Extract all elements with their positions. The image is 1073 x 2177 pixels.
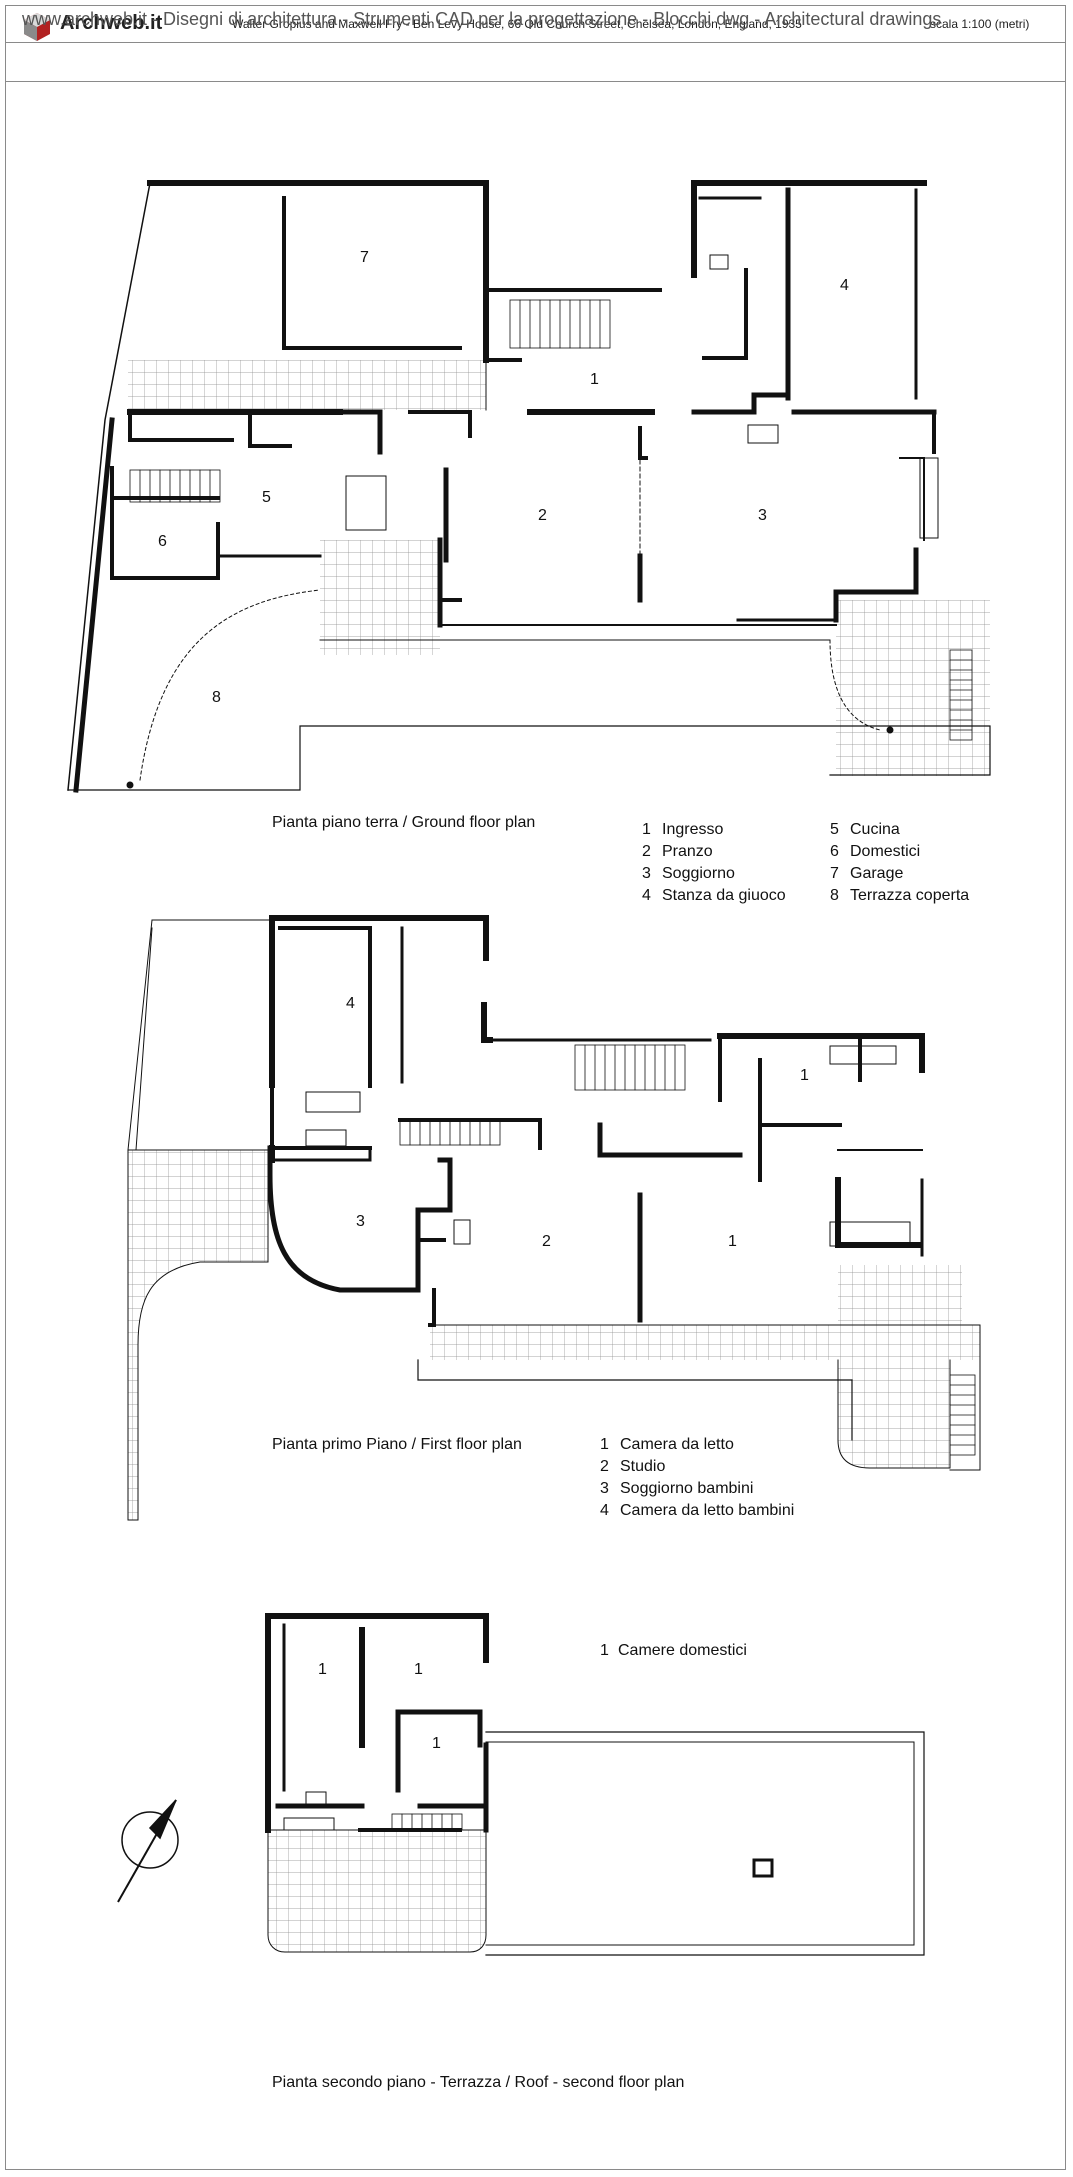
second-room-number: 1 <box>432 1735 441 1752</box>
ground-room-number: 5 <box>262 489 271 506</box>
ground-floor-caption: Pianta piano terra / Ground floor plan <box>272 814 536 831</box>
first-room-number: 3 <box>356 1213 365 1230</box>
second-floor-caption: Pianta secondo piano - Terrazza / Roof -… <box>272 2074 685 2091</box>
first-room-number: 1 <box>728 1233 737 1250</box>
drawing-scale: scala 1:100 (metri) <box>930 17 1030 31</box>
first-room-number: 1 <box>800 1067 809 1084</box>
drawing-title: Walter Gropius and Maxwell Fry - Ben Lev… <box>232 17 802 31</box>
second-room-number: 1 <box>414 1661 423 1678</box>
ground-room-number: 8 <box>212 689 221 706</box>
page-frame <box>5 5 1066 2170</box>
brand-name[interactable]: Archweb.it <box>60 12 163 34</box>
second-floor-room-numbers: 1 1 1 <box>318 1661 441 1752</box>
archweb-logo-icon <box>22 12 52 47</box>
ground-room-number: 4 <box>840 277 849 294</box>
header-bar <box>6 6 1065 43</box>
ground-room-number: 2 <box>538 507 547 524</box>
ground-floor-plan <box>67 180 991 793</box>
second-room-number: 1 <box>318 1661 327 1678</box>
subheader-bar <box>6 44 1065 82</box>
ground-room-number: 1 <box>590 371 599 388</box>
ground-room-number: 3 <box>758 507 767 524</box>
first-floor-room-numbers: 4 1 3 2 1 <box>346 995 809 1250</box>
first-floor-plan <box>127 915 981 1521</box>
ground-room-number: 7 <box>360 249 369 266</box>
second-floor-plan <box>265 1613 925 1956</box>
ground-room-number: 6 <box>158 533 167 550</box>
subheader-text[interactable]: www.archweb.it - Disegni di architettura… <box>22 9 942 29</box>
north-arrow-icon <box>117 1799 179 1903</box>
ground-floor-room-numbers: 7 4 1 5 2 3 6 8 <box>158 249 849 706</box>
first-room-number: 4 <box>346 995 355 1012</box>
first-floor-caption: Pianta primo Piano / First floor plan <box>272 1436 522 1453</box>
first-room-number: 2 <box>542 1233 551 1250</box>
